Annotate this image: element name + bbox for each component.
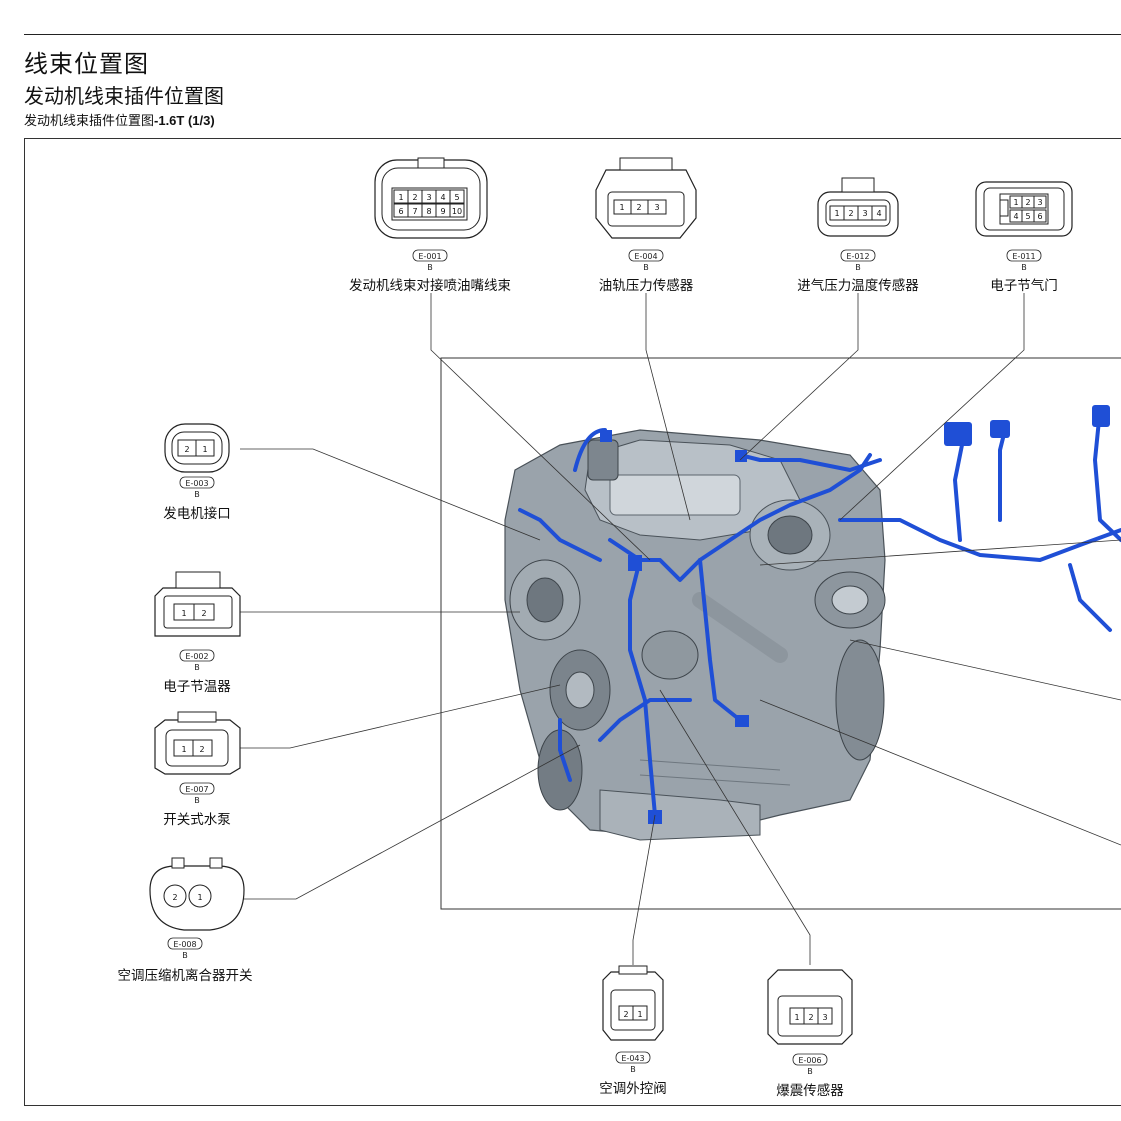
e008-side: B [182, 951, 188, 960]
e002-pin-1: 1 [181, 609, 186, 618]
e003-pin-2: 2 [184, 445, 189, 454]
e043-side: B [630, 1065, 636, 1074]
connector-e004: 1 2 3 E-004 B 油轨压力传感器 [595, 157, 697, 294]
e008-pin-2: 2 [172, 893, 177, 902]
e011-side: B [1021, 263, 1027, 272]
e011-pin-3: 3 [1037, 198, 1042, 207]
e007-pin-2: 2 [199, 745, 204, 754]
e011-pin-2: 2 [1025, 198, 1030, 207]
e004-code: E-004 [634, 252, 657, 261]
e011-name: 电子节气门 [990, 278, 1058, 294]
e012-pin-3: 3 [862, 209, 867, 218]
e012-pin-4: 4 [876, 209, 881, 218]
connector-e011: 1 2 3 4 5 6 E-011 B 电子节气门 [975, 181, 1073, 294]
e043-pin-1: 1 [637, 1010, 642, 1019]
e011-code: E-011 [1012, 252, 1035, 261]
e007-side: B [194, 796, 200, 805]
connector-e043: 2 1 E-043 B 空调外控阀 [599, 965, 667, 1097]
e001-pin-5: 5 [454, 193, 459, 202]
caption-prefix: 发动机线束插件位置图 [24, 114, 155, 129]
e043-name: 空调外控阀 [599, 1081, 667, 1097]
e012-code: E-012 [846, 252, 869, 261]
e001-pin-8: 8 [426, 207, 431, 216]
connector-e007: 1 2 E-007 B 开关式水泵 [154, 711, 241, 828]
e001-pin-6: 6 [398, 207, 403, 216]
e043-pin-2: 2 [623, 1010, 628, 1019]
e003-name: 发电机接口 [163, 505, 231, 522]
engine-illustration [504, 429, 886, 841]
e008-name: 空调压缩机离合器开关 [118, 967, 253, 984]
e001-pin-1: 1 [398, 193, 403, 202]
connector-e003: 2 1 E-003 B 发电机接口 [163, 423, 231, 522]
e012-pin-1: 1 [834, 209, 839, 218]
e003-pin-1: 1 [202, 445, 207, 454]
e008-code: E-008 [173, 940, 196, 949]
connector-e012: 1 2 3 4 E-012 B 进气压力温度传感器 [797, 177, 919, 294]
e002-pin-2: 2 [201, 609, 206, 618]
page-title: 线束位置图 [24, 50, 149, 78]
e001-pin-10: 10 [452, 207, 462, 216]
e001-name: 发动机线束对接喷油嘴线束 [349, 277, 511, 294]
e004-name: 油轨压力传感器 [599, 277, 694, 294]
leader-lines [240, 293, 1121, 965]
e006-side: B [807, 1067, 813, 1076]
e001-pin-2: 2 [412, 193, 417, 202]
e006-pin-1: 1 [794, 1013, 799, 1022]
e011-pin-1: 1 [1013, 198, 1018, 207]
e004-side: B [643, 263, 649, 272]
e002-code: E-002 [185, 652, 208, 661]
connector-e006: 1 2 3 E-006 B 爆震传感器 [767, 969, 853, 1099]
e004-pin-3: 3 [654, 203, 659, 212]
header-rule [24, 34, 1121, 35]
e004-pin-1: 1 [619, 203, 624, 212]
e043-code: E-043 [621, 1054, 644, 1063]
e011-pin-6: 6 [1037, 212, 1042, 221]
e004-pin-2: 2 [636, 203, 641, 212]
e008-pin-1: 1 [197, 893, 202, 902]
connector-e002: 1 2 E-002 B 电子节温器 [154, 571, 241, 695]
e001-pin-7: 7 [412, 207, 417, 216]
e007-name: 开关式水泵 [163, 812, 231, 828]
e001-pin-3: 3 [426, 193, 431, 202]
harness-connectors [600, 405, 1110, 824]
e001-pins-bottom: 6 7 8 9 10 [393, 203, 465, 218]
e011-pin-4: 4 [1013, 212, 1018, 221]
connector-e001: 1 2 3 4 5 6 7 8 9 10 E-001 B 发动机线束对接喷油嘴线… [349, 157, 511, 294]
e012-side: B [855, 263, 861, 272]
e003-side: B [194, 490, 200, 499]
caption-suffix: -1.6T (1/3) [154, 113, 215, 128]
e012-pin-2: 2 [848, 209, 853, 218]
engine-photo-frame [440, 357, 1121, 910]
e001-pins-top: 1 2 3 4 5 [393, 189, 465, 204]
e012-name: 进气压力温度传感器 [797, 277, 919, 294]
e003-code: E-003 [185, 479, 208, 488]
e011-pin-5: 5 [1025, 212, 1030, 221]
diagram-frame [24, 138, 1121, 1106]
e006-name: 爆震传感器 [776, 1082, 844, 1099]
e001-side: B [427, 263, 433, 272]
connector-e008: 2 1 E-008 B 空调压缩机离合器开关 [118, 857, 253, 984]
e002-side: B [194, 663, 200, 672]
e007-code: E-007 [185, 785, 208, 794]
e007-pin-1: 1 [181, 745, 186, 754]
page-caption: 发动机线束插件位置图-1.6T (1/3) [24, 110, 215, 129]
e001-pin-9: 9 [440, 207, 445, 216]
e002-name: 电子节温器 [163, 679, 231, 695]
e001-pin-4: 4 [440, 193, 445, 202]
e001-code: E-001 [418, 252, 441, 261]
wiring-harness [518, 408, 1121, 817]
e006-code: E-006 [798, 1056, 821, 1065]
page-subtitle: 发动机线束插件位置图 [24, 84, 224, 108]
e006-pin-3: 3 [822, 1013, 827, 1022]
e006-pin-2: 2 [808, 1013, 813, 1022]
e011-pins: 1 2 3 4 5 6 [999, 195, 1047, 223]
